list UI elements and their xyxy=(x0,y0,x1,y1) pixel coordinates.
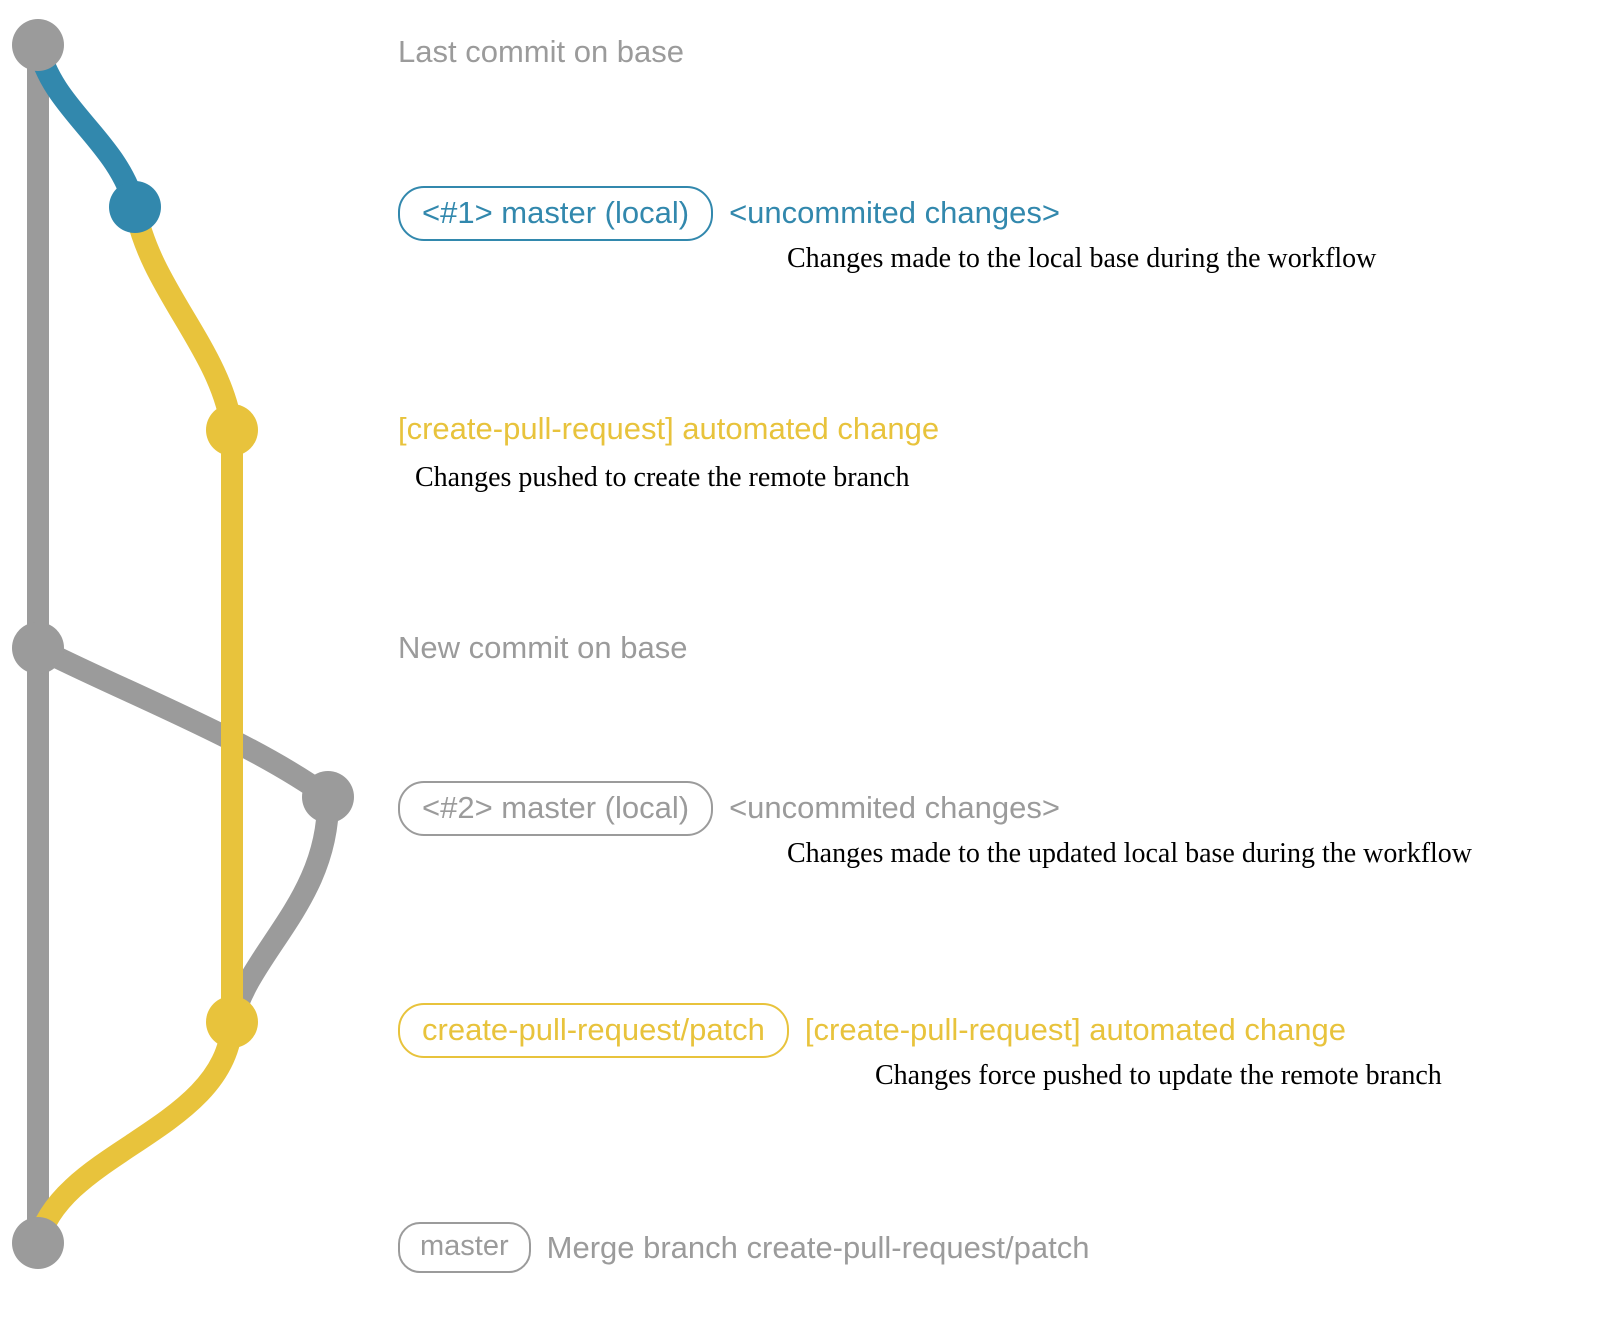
row-merge-commit: master Merge branch create-pull-request/… xyxy=(398,1222,1089,1273)
row-automated-change-2: create-pull-request/patch [create-pull-r… xyxy=(398,1003,1346,1058)
ref-badge-master-local-1[interactable]: <#1> master (local) xyxy=(398,186,714,241)
commit-node-base-new xyxy=(12,622,64,674)
edge-patch2-to-merge xyxy=(27,1011,243,1254)
commit-node-patch-1 xyxy=(206,404,258,456)
ref-badge-master[interactable]: master xyxy=(398,1222,531,1273)
commit-node-base-top xyxy=(12,19,64,71)
commit-node-local-2 xyxy=(302,771,354,823)
row-last-commit-on-base: Last commit on base xyxy=(398,34,685,69)
row-new-commit-on-base: New commit on base xyxy=(398,630,688,665)
commit-description-automated-change-2: Changes force pushed to update the remot… xyxy=(875,1060,1442,1091)
commit-description-master-local-1: Changes made to the local base during th… xyxy=(787,243,1377,274)
commit-description-master-local-2: Changes made to the updated local base d… xyxy=(787,838,1473,869)
row-master-local-2: <#2> master (local) <uncommited changes> xyxy=(398,781,1060,836)
commit-subject-new-commit-on-base: New commit on base xyxy=(398,630,688,665)
ref-badge-master-local-2[interactable]: <#2> master (local) xyxy=(398,781,714,836)
commit-subject-automated-change-2: [create-pull-request] automated change xyxy=(804,1012,1347,1047)
commit-subject-last-commit-on-base: Last commit on base xyxy=(398,34,685,69)
ref-badge-create-pull-request-patch[interactable]: create-pull-request/patch xyxy=(398,1003,789,1058)
commit-subject-automated-change-1: [create-pull-request] automated change xyxy=(398,411,940,446)
commit-description-automated-change-1: Changes pushed to create the remote bran… xyxy=(415,462,910,493)
commit-node-local-1 xyxy=(109,181,161,233)
edge-base-to-local2 xyxy=(27,637,339,808)
commit-subject-merge-commit: Merge branch create-pull-request/patch xyxy=(546,1230,1090,1265)
row-master-local-1: <#1> master (local) <uncommited changes> xyxy=(398,186,1060,241)
commit-node-patch-2 xyxy=(206,996,258,1048)
row-automated-change-1: [create-pull-request] automated change xyxy=(398,411,940,446)
commit-node-merge xyxy=(12,1217,64,1269)
edge-local1-to-patch1 xyxy=(124,196,243,441)
commit-subject-master-local-1: <uncommited changes> xyxy=(729,195,1060,230)
commit-subject-master-local-2: <uncommited changes> xyxy=(729,790,1060,825)
